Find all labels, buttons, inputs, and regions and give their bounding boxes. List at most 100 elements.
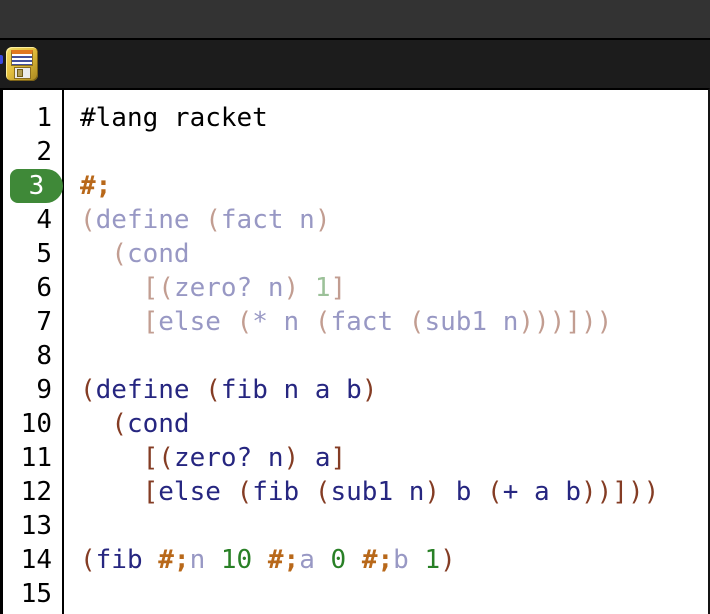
token-plain — [252, 545, 268, 575]
token-symbol: define — [95, 375, 206, 405]
token-symbol: cond — [126, 409, 190, 439]
token-fparen: ( — [236, 307, 253, 337]
token-plain — [80, 443, 143, 473]
token-fsymbol: * n — [252, 307, 315, 337]
line-number: 12 — [20, 477, 52, 507]
code-line-2[interactable] — [80, 135, 708, 169]
code-line-8[interactable] — [80, 339, 708, 373]
line-number: 5 — [36, 239, 52, 269]
token-fsymbol: else — [158, 307, 237, 337]
token-fparen: [( — [142, 273, 174, 303]
token-fsymbol: fact n — [220, 205, 315, 235]
token-fparen: ( — [80, 205, 96, 235]
token-paren: ) — [424, 477, 456, 507]
code-line-13[interactable] — [80, 509, 708, 543]
token-fsymbol: define — [95, 205, 206, 235]
code-line-11[interactable]: [(zero? n) a] — [80, 441, 708, 475]
token-paren: ( — [80, 375, 96, 405]
code-line-15[interactable] — [80, 577, 708, 611]
line-number: 15 — [20, 579, 52, 609]
line-number: 8 — [36, 341, 52, 371]
code-line-4[interactable]: (define (fact n) — [80, 203, 708, 237]
token-plain — [315, 545, 331, 575]
code-line-6[interactable]: [(zero? n) 1] — [80, 271, 708, 305]
token-plain — [346, 545, 362, 575]
code-line-14[interactable]: (fib #;n 10 #;a 0 #;b 1) — [80, 543, 708, 577]
token-fsymbol: cond — [126, 239, 190, 269]
token-fconst: 1 — [314, 273, 331, 303]
token-fsymbol: b — [393, 545, 409, 575]
code-area[interactable]: #lang racket#;(define (fact n) (cond [(z… — [64, 90, 708, 614]
token-symbol: else — [158, 477, 237, 507]
token-paren: ( — [111, 409, 127, 439]
line-number: 1 — [36, 103, 52, 133]
token-const: 10 — [220, 545, 253, 575]
token-reader: #; — [361, 545, 394, 575]
token-paren: [ — [142, 477, 159, 507]
token-paren: ) — [440, 545, 456, 575]
code-line-7[interactable]: [else (* n (fact (sub1 n)))])) — [80, 305, 708, 339]
token-fparen: ) — [314, 205, 331, 235]
token-paren: ) — [361, 375, 378, 405]
token-reader: #; — [80, 171, 112, 201]
line-number: 14 — [20, 545, 52, 575]
token-fparen: ( — [205, 205, 221, 235]
token-const: 1 — [424, 545, 441, 575]
token-fparen: ( — [408, 307, 425, 337]
token-symbol: zero? n — [173, 443, 284, 473]
line-number: 6 — [36, 273, 52, 303]
line-number: 11 — [20, 443, 52, 473]
token-reader: #; — [267, 545, 300, 575]
code-line-10[interactable]: (cond — [80, 407, 708, 441]
token-fsymbol: a — [299, 545, 315, 575]
code-line-5[interactable]: (cond — [80, 237, 708, 271]
token-symbol: sub1 n — [330, 477, 425, 507]
token-paren: ( — [80, 545, 96, 575]
code-line-3[interactable]: #; — [80, 169, 708, 203]
save-button[interactable] — [6, 47, 38, 81]
line-number: 7 — [36, 307, 52, 337]
floppy-disk-label-icon — [11, 50, 33, 66]
toolbar — [0, 38, 710, 88]
token-plain — [205, 545, 221, 575]
floppy-disk-notch-icon — [17, 69, 23, 77]
floppy-disk-shutter-icon — [14, 67, 31, 79]
token-fparen: [ — [142, 307, 159, 337]
token-paren: [( — [142, 443, 174, 473]
token-plain: #lang racket — [80, 103, 268, 133]
token-paren: ( — [314, 477, 331, 507]
line-number: 13 — [20, 511, 52, 541]
token-paren: ( — [205, 375, 221, 405]
token-symbol: fib — [252, 477, 315, 507]
token-fparen: ( — [111, 239, 127, 269]
toolbar-edge-artifact — [0, 55, 3, 64]
token-plain — [80, 409, 111, 439]
code-line-12[interactable]: [else (fib (sub1 n) b (+ a b))])) — [80, 475, 708, 509]
line-number: 10 — [20, 409, 52, 439]
token-fparen: ] — [330, 273, 347, 303]
token-symbol: fib — [95, 545, 159, 575]
code-line-9[interactable]: (define (fib n a b) — [80, 373, 708, 407]
token-fsymbol: n — [189, 545, 206, 575]
token-symbol: b — [455, 477, 488, 507]
window-titlebar — [0, 0, 710, 38]
line-number: 2 — [36, 137, 52, 167]
token-fsymbol: sub1 n — [424, 307, 519, 337]
token-plain — [80, 307, 143, 337]
code-line-1[interactable]: #lang racket — [80, 101, 708, 135]
line-number: 4 — [36, 205, 52, 235]
active-line-number: 3 — [3, 169, 63, 203]
token-symbol: + a b — [502, 477, 581, 507]
token-symbol: fib n a b — [220, 375, 362, 405]
token-fparen: )))])) — [518, 307, 613, 337]
token-fparen: ) — [283, 273, 315, 303]
token-paren: ( — [487, 477, 503, 507]
token-plain — [80, 239, 111, 269]
token-const: 0 — [330, 545, 347, 575]
token-symbol: a — [314, 443, 331, 473]
token-plain — [80, 477, 143, 507]
token-plain — [409, 545, 425, 575]
